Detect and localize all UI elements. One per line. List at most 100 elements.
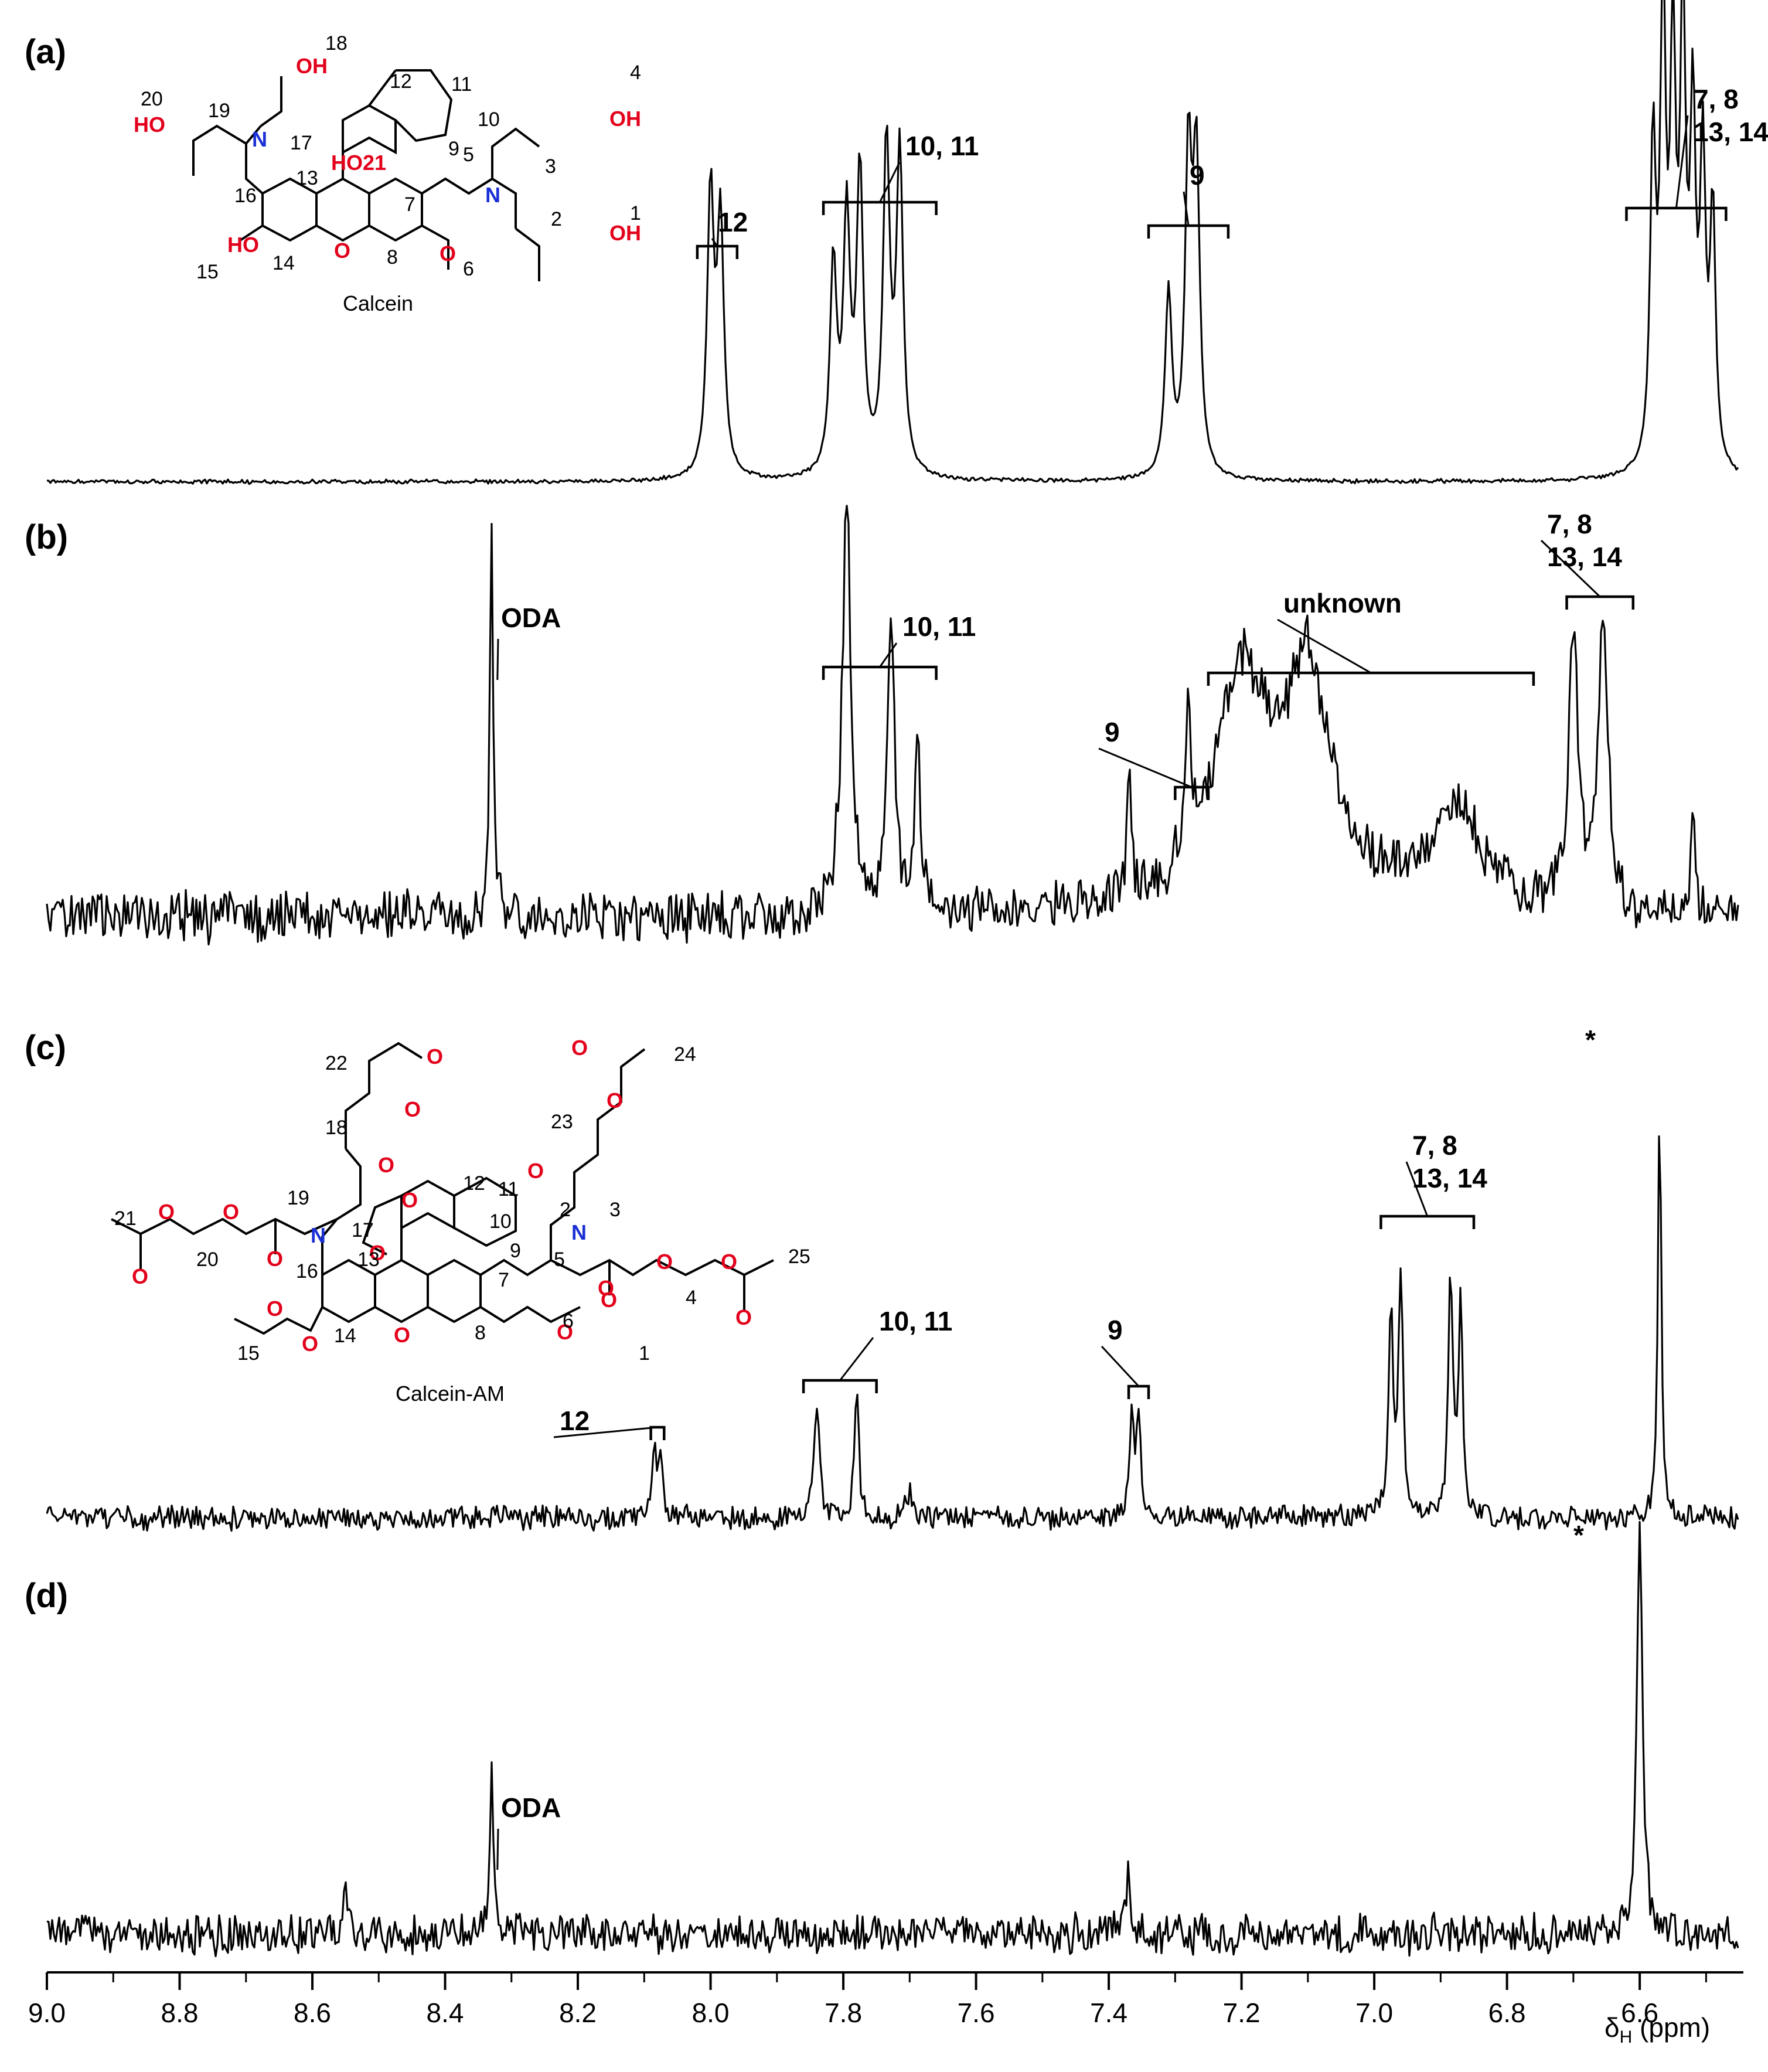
calcein-ho-15: HO xyxy=(227,233,259,257)
calcein-oh-1: OH xyxy=(609,221,641,245)
cam-num-21: 21 xyxy=(114,1207,137,1230)
x-axis-title-unit: (ppm) xyxy=(1632,2012,1710,2043)
annotation-label: * xyxy=(1573,1520,1584,1550)
cam-phenyl xyxy=(454,1176,517,1247)
calcein-ring-center xyxy=(316,177,370,242)
calcein-num-15: 15 xyxy=(196,261,219,283)
annotation-1-1: 12 xyxy=(696,207,748,259)
cam-num-9: 9 xyxy=(510,1240,521,1262)
calcein-num-13: 13 xyxy=(296,167,318,189)
cam-ring-right xyxy=(427,1258,482,1324)
x-tick-label: 8.4 xyxy=(427,1998,464,2028)
annotation-label: 9 xyxy=(1108,1315,1123,1345)
annotation-label: ODA xyxy=(501,1792,561,1823)
cam-arm-right-ester xyxy=(550,1048,646,1260)
annotation-label-line: 10, 11 xyxy=(905,131,979,161)
calcein-ho21: HO21 xyxy=(331,151,386,175)
annotation-label-line: 9 xyxy=(1105,717,1120,747)
cam-num-5: 5 xyxy=(554,1248,565,1271)
calcein-oh-18: OH xyxy=(296,54,328,78)
annotation-label: 12 xyxy=(560,1406,590,1436)
cam-num-12: 12 xyxy=(463,1172,485,1195)
cam-num-2: 2 xyxy=(560,1199,571,1221)
annotation-leader xyxy=(1183,191,1190,226)
annotation-3-1: * xyxy=(1585,1025,1596,1055)
x-tick-label: 8.8 xyxy=(161,1998,199,2028)
cam-o-3: O xyxy=(656,1250,673,1274)
spectrum-trace-3 xyxy=(46,1135,1739,1532)
calcein-num-18: 18 xyxy=(325,32,348,55)
cam-num-22: 22 xyxy=(325,1052,348,1074)
calcein-n-left: N xyxy=(252,127,267,151)
calcein-num-2: 2 xyxy=(551,208,562,230)
x-tick-label: 7.4 xyxy=(1090,1998,1127,2028)
annotation-bracket xyxy=(1127,1384,1150,1399)
spectral-traces xyxy=(46,0,1739,1958)
x-tick-label: 7.2 xyxy=(1223,1998,1261,2028)
cam-num-4: 4 xyxy=(686,1287,697,1309)
cam-o-15b: O xyxy=(267,1297,283,1321)
annotation-label-line: unknown xyxy=(1283,588,1402,618)
cam-spiro xyxy=(400,1179,455,1260)
cam-num-18: 18 xyxy=(325,1117,348,1139)
cam-acetoxy-1 xyxy=(479,1305,581,1324)
calcein-phenyl xyxy=(342,104,397,179)
cam-o-24: O xyxy=(571,1036,588,1060)
annotation-leader xyxy=(1675,115,1689,209)
cam-o-4: O xyxy=(721,1250,737,1274)
x-tick-label: 7.0 xyxy=(1355,1998,1393,2028)
cam-arm-right-chain xyxy=(479,1258,774,1277)
annotation-4-1: * xyxy=(1573,1520,1584,1550)
annotation-bracket xyxy=(822,665,938,680)
annotation-label-line: ODA xyxy=(501,603,561,633)
cam-num-15: 15 xyxy=(237,1342,260,1365)
calcein-phenyl-ring xyxy=(394,69,453,142)
annotation-label: * xyxy=(1585,1025,1596,1055)
cam-num-8: 8 xyxy=(475,1322,486,1344)
cam-o-18: O xyxy=(404,1097,421,1121)
cam-acetoxy-15 xyxy=(234,1307,323,1335)
cam-num-23: 23 xyxy=(551,1111,573,1133)
cam-o-20: O xyxy=(223,1200,239,1224)
annotation-2-1: ODA xyxy=(496,603,561,681)
x-axis-title: δH (ppm) xyxy=(1605,2012,1710,2047)
calcein-n-right: N xyxy=(485,183,500,207)
cam-o-17: O xyxy=(378,1153,394,1177)
cam-n-right: N xyxy=(571,1220,587,1244)
calcein-am-structure: N N O O O O O O O O O O O O O O O O O O … xyxy=(111,1036,810,1406)
cam-arm-left-ester xyxy=(345,1042,423,1149)
annotation-leader xyxy=(711,238,718,247)
cam-num-19: 19 xyxy=(287,1187,309,1209)
cam-lactone xyxy=(362,1195,402,1256)
cam-o-22: O xyxy=(427,1044,443,1069)
annotation-label: 9 xyxy=(1105,717,1120,747)
calcein-num-20: 20 xyxy=(141,88,163,110)
spectrum-trace-2 xyxy=(46,505,1739,945)
annotation-label-line: ODA xyxy=(501,1792,561,1823)
annotation-3-3: 10, 11 xyxy=(802,1306,952,1393)
annotation-label-line: 10, 11 xyxy=(902,611,976,642)
calcein-o-ring: O xyxy=(334,239,350,263)
calcein-am-name: Calcein-AM xyxy=(396,1382,505,1406)
cam-o-21b: O xyxy=(132,1264,148,1288)
cam-o-3b: O xyxy=(601,1288,617,1312)
annotation-label-line: 9 xyxy=(1190,160,1205,190)
cam-num-17: 17 xyxy=(352,1219,374,1241)
annotation-label-line: 7, 8 xyxy=(1547,509,1592,539)
calcein-arm-left xyxy=(245,125,264,195)
cam-num-7: 7 xyxy=(498,1269,509,1291)
annotation-label-line: 13, 14 xyxy=(1694,117,1768,147)
annotation-leader xyxy=(1405,1161,1429,1217)
annotation-leader xyxy=(1101,1345,1140,1387)
calcein-arm-right xyxy=(421,177,517,229)
annotation-bracket xyxy=(649,1425,666,1440)
calcein-num-16: 16 xyxy=(234,185,257,207)
annotation-leader xyxy=(1540,539,1601,598)
cam-n-left: N xyxy=(311,1223,326,1247)
cam-o-lactone2: O xyxy=(401,1188,418,1212)
x-tick-label: 8.2 xyxy=(559,1998,597,2028)
cam-arm-left-chain xyxy=(111,1217,338,1236)
